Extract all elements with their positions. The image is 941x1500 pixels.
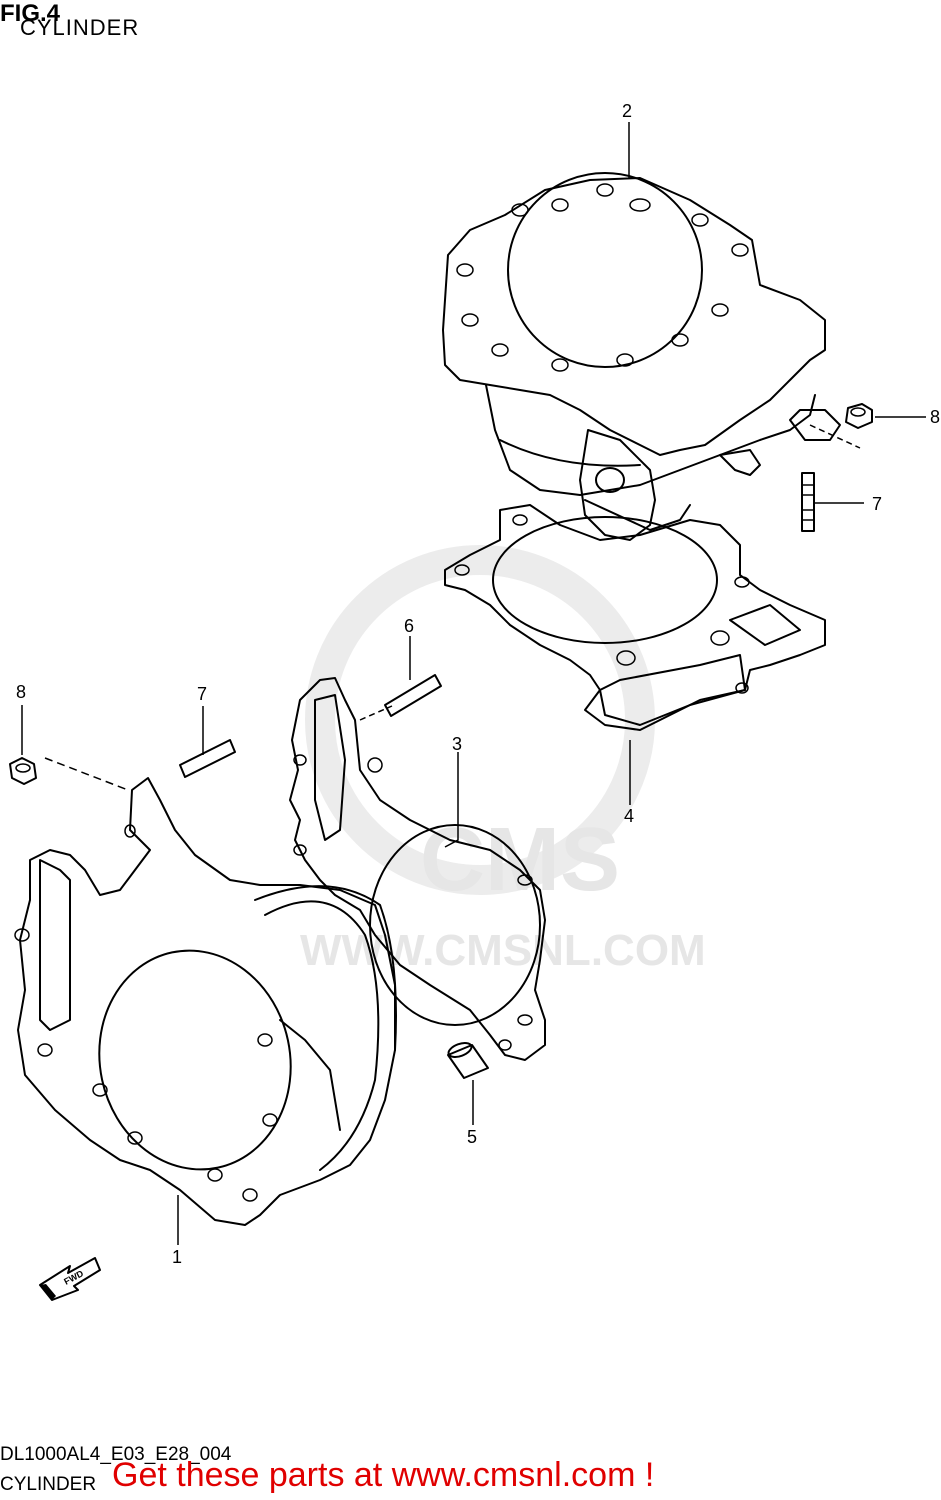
fwd-arrow-icon: FWD: [39, 1257, 101, 1301]
diagram-code: DL1000AL4_E03_E28_004: [0, 1444, 232, 1465]
callout-3: 3: [452, 734, 462, 754]
part-8-nut-left: [9, 757, 37, 785]
callout-2: 2: [622, 101, 632, 121]
part-7-stud-left: [179, 739, 236, 778]
footer-title: CYLINDER: [0, 1474, 97, 1495]
callout-8-right: 8: [930, 407, 940, 427]
part-3-gasket-lower: [289, 677, 546, 1061]
cmsnl-watermark: CMS WWW.CMSNL.COM: [300, 545, 706, 975]
callout-6: 6: [404, 616, 414, 636]
watermark-url: WWW.CMSNL.COM: [300, 926, 706, 975]
part-8-nut-right: [845, 403, 873, 429]
part-6-dowel-stud: [384, 674, 442, 717]
part-1-cylinder-lower: [14, 777, 397, 1226]
callout-5: 5: [467, 1127, 477, 1147]
callout-7-right: 7: [872, 494, 882, 514]
callouts: 2 8 7 6 8 7 3 4 5 1: [16, 101, 940, 1267]
part-4-gasket-upper: [444, 504, 826, 731]
promo-link[interactable]: Get these parts at www.cmsnl.com !: [112, 1456, 655, 1494]
callout-1: 1: [172, 1247, 182, 1267]
figure-number: FIG.4: [0, 0, 61, 27]
part-7-stud-right: [801, 472, 815, 532]
callout-4: 4: [624, 806, 634, 826]
leader-lines: [21, 122, 926, 1245]
figure-title: CYLINDER: [20, 15, 140, 40]
part-2-cylinder-upper: [442, 172, 841, 541]
callout-7-left: 7: [197, 684, 207, 704]
part-5-dowel-pin: [447, 1042, 489, 1079]
callout-8-left: 8: [16, 682, 26, 702]
